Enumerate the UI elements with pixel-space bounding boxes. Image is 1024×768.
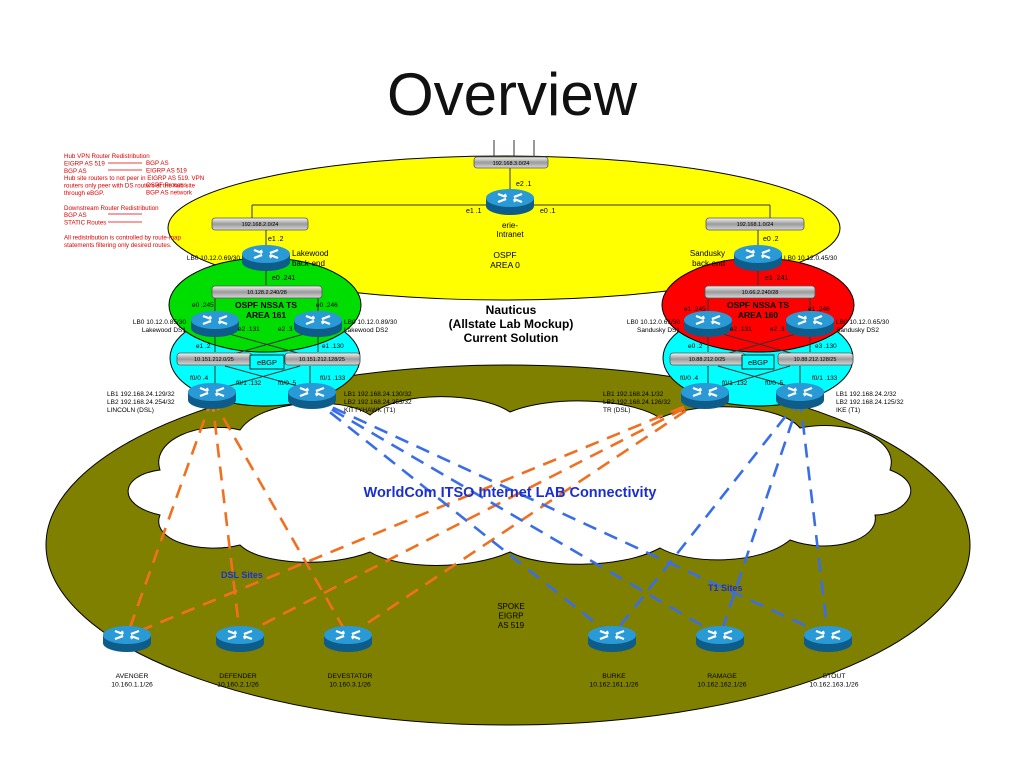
- ospf-area0-zone: [167, 155, 841, 301]
- net-pipe-right: [705, 217, 805, 231]
- router-stout[interactable]: [802, 624, 854, 654]
- lakewood-e2-131-label: e2 .131: [238, 326, 260, 333]
- sandusky-e2-3-label: e2 .3: [770, 326, 785, 333]
- router-ike[interactable]: [774, 381, 826, 411]
- sandusky-f01-133-label: f0/1 .133: [812, 375, 838, 382]
- router-burke[interactable]: [586, 624, 638, 654]
- lakewood-f00-5-label: f0/0 .5: [278, 380, 296, 387]
- router-lincoln[interactable]: [186, 381, 238, 411]
- router-erie-intranet[interactable]: [484, 187, 536, 217]
- net-pipe-left: [211, 217, 309, 231]
- sandusky-ebgp-label: eBGP: [748, 358, 768, 367]
- lakewood-e1-130-label: e1 .130: [322, 343, 344, 350]
- lakewood-e2-3-label: e2 .3: [278, 326, 293, 333]
- sandusky-e2-131-label: e2 .131: [730, 326, 752, 333]
- router-sandusky-ds1[interactable]: [682, 309, 734, 339]
- router-sandusky-backend[interactable]: [732, 243, 784, 273]
- sandusky-e1-246-label: e1 .246: [808, 306, 830, 313]
- lakewood-e0-245-label: e0 .245: [192, 302, 214, 309]
- net-pipe-lakewood-ds2: [284, 352, 361, 366]
- lakewood-e0-241-label: e0 .241: [272, 275, 295, 282]
- lakewood-nssa-net-label: 10.128.2.240/28: [247, 290, 287, 296]
- router-avenger[interactable]: [101, 624, 153, 654]
- net-pipe-area0-top: [473, 156, 549, 169]
- lakewood-net1-label: 10.151.212.0/25: [194, 357, 234, 363]
- page-title: Overview: [386, 61, 638, 128]
- router-defender[interactable]: [214, 624, 266, 654]
- lakewood-e0-246-label: e0 .246: [316, 302, 338, 309]
- lakewood-e1-2-label: e1 .2: [196, 343, 211, 350]
- erie-e2-label: e2 .1: [516, 181, 532, 188]
- sandusky-f01-132-label: f0/1 .132: [722, 380, 748, 387]
- sandusky-e3-130-label: e3 .130: [815, 343, 837, 350]
- net-label-right: 192.168.1.0/24: [737, 222, 774, 228]
- nauticus-label: Nauticus(Allstate Lab Mockup)Current Sol…: [449, 303, 574, 345]
- internet-cloud: [127, 396, 912, 566]
- net-pipe-sandusky-nssa: [704, 285, 816, 299]
- lakewood-f00-4-label: f0/0 .4: [190, 375, 208, 382]
- sandusky-lb0-label: LB0 10.12.0.45/30: [784, 255, 838, 262]
- sandusky-net2-label: 10.88.212.128/25: [794, 357, 837, 363]
- cloud-label: WorldCom ITSO Internet LAB Connectivity: [364, 485, 657, 501]
- router-lakewood-ds1[interactable]: [189, 309, 241, 339]
- ebgp-box-sandusky: [741, 354, 775, 370]
- ebgp-box-lakewood: [249, 354, 285, 370]
- sandusky-nssa-net-label: 10.66.2.240/28: [742, 290, 779, 296]
- router-sandusky-ds2[interactable]: [784, 309, 836, 339]
- t1-links: [311, 396, 830, 638]
- erie-name-label: erie-Intranet: [496, 221, 524, 239]
- router-lakewood-backend[interactable]: [240, 243, 292, 273]
- router-lakewood-ds2[interactable]: [292, 309, 344, 339]
- erie-e0-label: e0 .1: [540, 208, 556, 215]
- t1-sites-label: T1 Sites: [708, 583, 743, 593]
- sandusky-f00-4-label: f0/0 .4: [680, 375, 698, 382]
- sandusky-e1-245-label: e1 .245: [684, 306, 706, 313]
- lakewood-net2-label: 10.151.212.128/25: [299, 357, 345, 363]
- lakewood-f01-133-label: f0/1 .133: [320, 375, 346, 382]
- dsl-links: [125, 396, 706, 638]
- net-label-area0-top: 192.168.3.0/24: [493, 161, 530, 167]
- lakewood-ebgp-label: eBGP: [257, 358, 277, 367]
- sandusky-net1-label: 10.88.212.0/25: [689, 357, 726, 363]
- sandusky-e2-label: e0 .2: [763, 236, 779, 243]
- net-pipe-sandusky-ds2: [777, 352, 854, 366]
- net-label-left: 192.168.2.0/24: [242, 222, 279, 228]
- router-devestator[interactable]: [322, 624, 374, 654]
- net-pipe-lakewood-nssa: [211, 285, 323, 299]
- notes-arrows: [108, 162, 142, 223]
- router-ramage[interactable]: [694, 624, 746, 654]
- lakewood-e1-label: e1 .2: [268, 236, 284, 243]
- sandusky-e0-2-label: e0 .2: [688, 343, 703, 350]
- lakewood-f01-132-label: f0/1 .132: [236, 380, 262, 387]
- dsl-sites-label: DSL Sites: [221, 570, 263, 580]
- erie-e1-label: e1 .1: [466, 208, 482, 215]
- sandusky-f00-5-label: f0/0 .5: [765, 380, 783, 387]
- lakewood-lb0-label: LB0 10.12.0.69/30: [187, 255, 241, 262]
- sandusky-e1-241-label: e1 .241: [765, 275, 788, 282]
